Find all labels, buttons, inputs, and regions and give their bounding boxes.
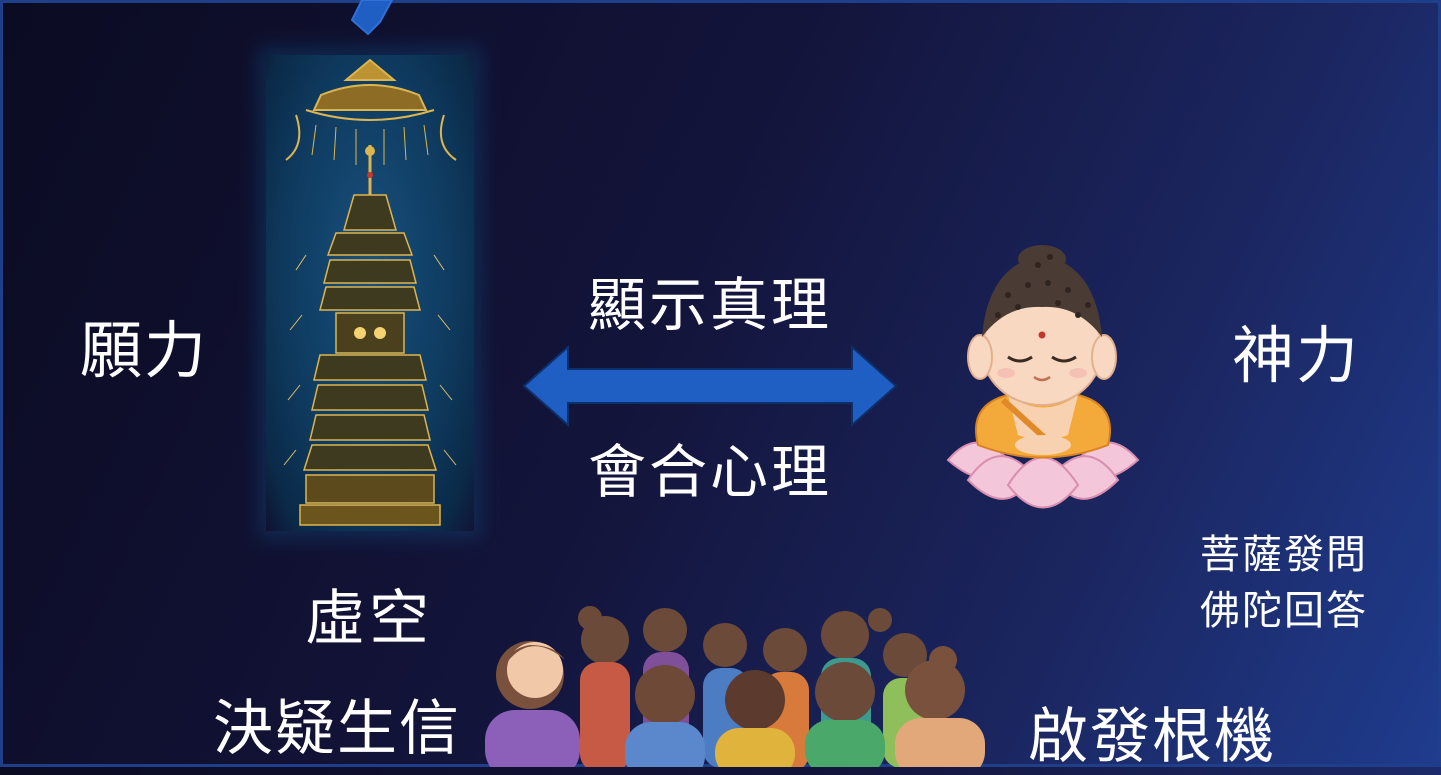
inspire-faculties-label: 啟發根機: [1028, 702, 1276, 772]
bodhisattva-asks-label: 菩薩發問: [1200, 532, 1368, 578]
wish-power-label: 願力: [80, 314, 209, 387]
void-label: 虛空: [305, 584, 433, 654]
double-headed-arrow-icon: [522, 345, 898, 427]
down-left-arrow-icon: [350, 0, 394, 36]
divine-power-label: 神力: [1232, 319, 1361, 392]
reveal-truth-label: 顯示真理: [588, 271, 833, 339]
audience-crowd-illustration: [485, 606, 985, 767]
fit-mind-label: 會合心理: [588, 438, 833, 506]
pagoda-embroidery-image: [266, 55, 474, 531]
buddha-answers-label: 佛陀回答: [1200, 588, 1368, 634]
resolve-doubt-label: 決疑生信: [213, 694, 461, 764]
buddha-on-lotus-illustration: [946, 245, 1140, 509]
